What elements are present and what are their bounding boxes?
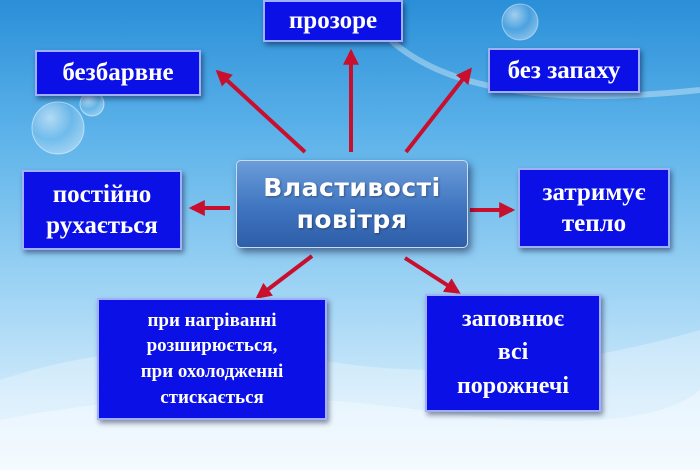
property-text: затримує (542, 178, 646, 206)
property-box-prozore: прозоре (263, 0, 403, 42)
bubble (31, 101, 85, 155)
property-box-postiino: постійно рухається (22, 170, 182, 250)
property-box-bezbarvne: безбарвне (35, 50, 201, 96)
bubble (501, 3, 539, 41)
central-concept-box: Властивості повітря (236, 160, 468, 248)
property-text: рухається (46, 212, 158, 239)
property-text: стискається (160, 386, 264, 408)
property-box-zatrymuie: затримує тепло (518, 168, 670, 248)
arrow-to-nahrivanni (255, 254, 314, 299)
property-text: всі (497, 339, 529, 366)
property-text: розширюється, (146, 335, 278, 357)
property-text: безбарвне (62, 59, 174, 87)
property-text: при нагріванні (147, 309, 277, 331)
property-box-zapovniuie: заповнює всі порожнечі (425, 294, 601, 412)
property-text: порожнечі (456, 372, 570, 399)
arrow-to-zapovniuie (403, 256, 461, 294)
property-text: тепло (561, 210, 627, 237)
center-line: Властивості (263, 172, 441, 202)
property-text: постійно (52, 180, 152, 208)
center-line: повітря (296, 205, 408, 234)
property-box-nahrivanni: при нагріванні розширюється, при охолодж… (97, 298, 327, 420)
property-text: без запаху (507, 56, 621, 84)
property-text: прозоре (288, 7, 378, 35)
property-text: при охолодженні (140, 361, 284, 382)
arrow-to-bezbarvne (215, 69, 307, 154)
arrow-to-bez-zapakhu (404, 67, 472, 154)
property-box-bez-zapakhu: без запаху (488, 48, 640, 93)
property-text: заповнює (461, 305, 565, 332)
